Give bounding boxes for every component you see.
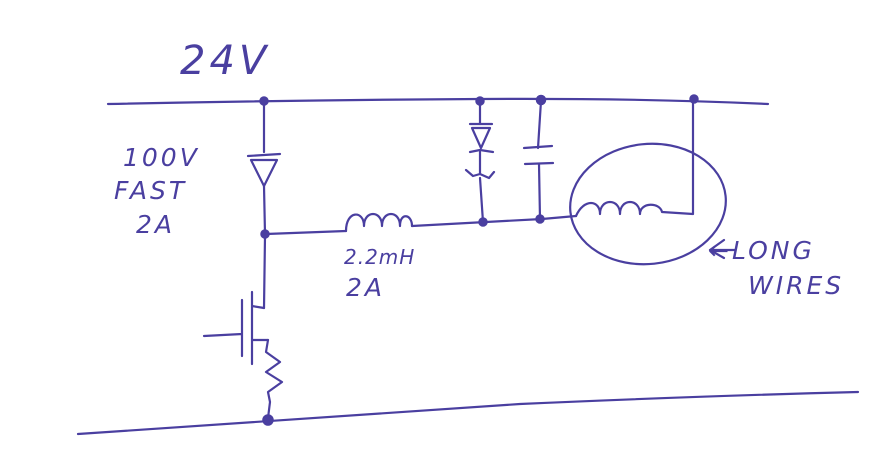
diode-speed-rating: FAST	[114, 176, 188, 205]
wire-cap-top	[536, 99, 543, 150]
diode-current-rating: 2A	[136, 210, 176, 239]
top-supply-rail	[106, 97, 770, 106]
bottom-ground-rail	[76, 390, 860, 436]
annotation-arrow	[708, 238, 737, 260]
supply-voltage-label: 24V	[180, 38, 271, 84]
junction-dot-zener-bottom	[478, 217, 488, 227]
diode-voltage-rating: 100V	[123, 143, 200, 172]
long-wires-circle	[569, 142, 727, 266]
junction-dot-cap-top	[535, 94, 547, 106]
mosfet-switch	[202, 290, 270, 366]
wire-left-mid	[262, 184, 267, 236]
wire-node-to-inductor	[264, 229, 348, 236]
wire-node-to-switch	[262, 234, 267, 310]
zener-diode	[464, 122, 496, 180]
long-wires-annotation-line2: WIRES	[748, 271, 845, 300]
inductor-value-label: 2.2mH	[344, 245, 416, 269]
junction-dot-load-top	[689, 94, 699, 104]
junction-dot-cap-bottom	[535, 214, 545, 224]
inductor-current-label: 2A	[346, 273, 386, 302]
inductor	[344, 212, 414, 233]
wire-cap-bottom	[537, 162, 542, 221]
junction-dot-bottom	[262, 414, 274, 426]
freewheel-diode	[246, 152, 282, 188]
sense-resistor	[264, 338, 284, 420]
junction-dot-switch-node	[260, 229, 270, 239]
long-wires-annotation-line1: ←LONG	[708, 236, 815, 265]
junction-dot-top-left	[259, 96, 269, 106]
wire-inductor-to-load	[410, 214, 578, 228]
junction-dot-zener-top	[475, 96, 485, 106]
wire-zener-bottom	[478, 176, 485, 224]
load-coil	[574, 98, 695, 218]
